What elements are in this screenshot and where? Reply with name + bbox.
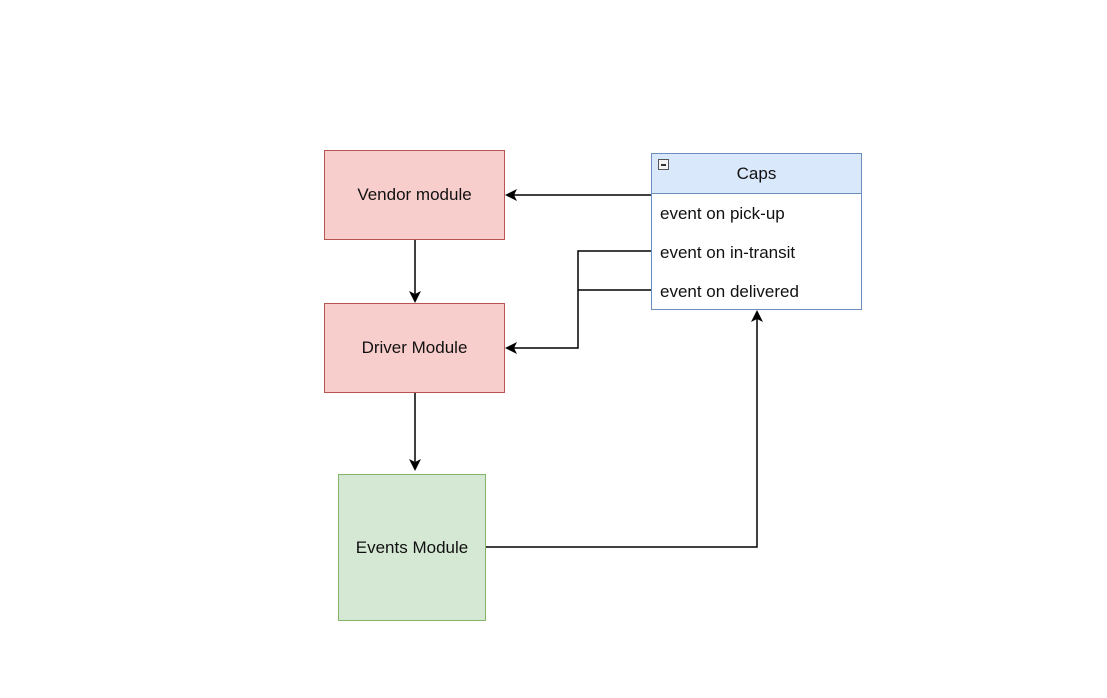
caps-row-intransit[interactable]: event on in-transit — [660, 243, 796, 262]
edge-events-to-caps — [486, 310, 763, 548]
events-module-label: Events Module — [355, 537, 469, 557]
caps-row-pickup[interactable]: event on pick-up — [660, 204, 785, 223]
driver-module-label: Driver Module — [361, 338, 468, 357]
caps-row-delivered[interactable]: event on delivered — [660, 282, 799, 301]
driver-module-node[interactable]: Driver Module — [324, 303, 505, 393]
edge-intransit-to-driver — [505, 250, 651, 354]
caps-container[interactable]: Caps event on pick-up event on in-transi… — [651, 153, 862, 310]
caps-header: Caps — [652, 154, 861, 194]
vendor-module-label: Vendor module — [357, 185, 472, 204]
events-module-node[interactable]: Events Module — [338, 474, 486, 621]
vendor-module-node[interactable]: Vendor module — [324, 150, 505, 240]
collapse-icon[interactable] — [658, 159, 669, 170]
caps-title: Caps — [736, 163, 777, 183]
